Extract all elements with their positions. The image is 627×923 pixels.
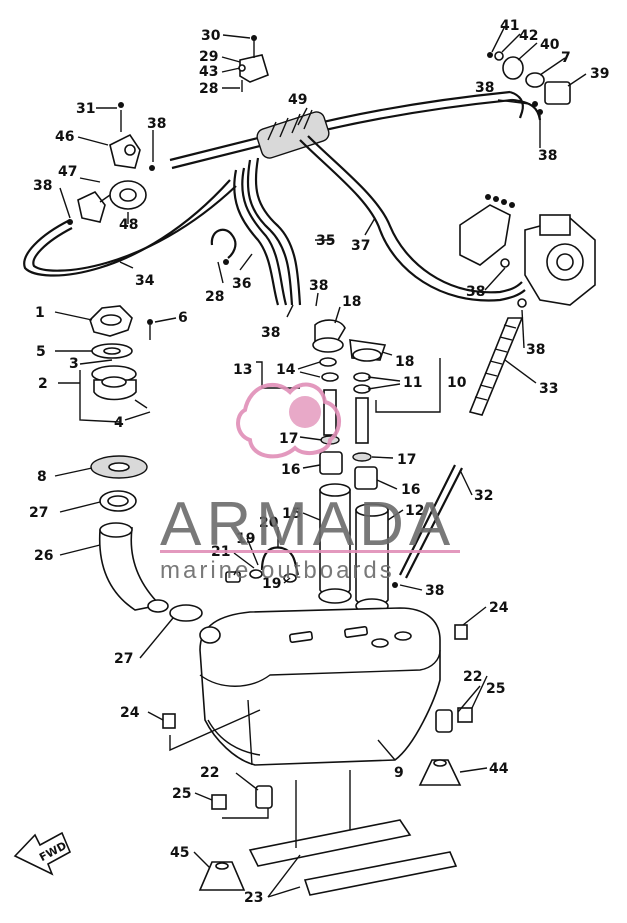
- filler-hose-26: [98, 522, 203, 622]
- callout-17-a: 17: [279, 431, 298, 447]
- callout-10: 10: [447, 375, 467, 391]
- callout-35: 35: [316, 233, 335, 249]
- fuel-line-35-36: [233, 157, 302, 306]
- callout-36: 36: [232, 276, 251, 292]
- callout-27-b: 27: [114, 651, 133, 667]
- callout-45: 45: [170, 845, 189, 861]
- fuel-line-37: [299, 135, 526, 302]
- connector-parts-top-right: [487, 51, 571, 115]
- fuel-pump-assembly: [459, 194, 596, 308]
- fuel-line-49: [169, 90, 542, 170]
- callout-17-b: 17: [397, 452, 416, 468]
- callout-32: 32: [474, 488, 493, 504]
- callout-43: 43: [199, 64, 218, 80]
- callout-38-g: 38: [261, 325, 280, 341]
- callout-13: 13: [233, 362, 252, 378]
- callout-22-b: 22: [200, 765, 219, 781]
- callout-14: 14: [276, 362, 296, 378]
- callout-11: 11: [403, 375, 422, 391]
- callout-20: 20: [259, 515, 279, 531]
- callout-30: 30: [201, 28, 221, 44]
- fuel-tank-9: [199, 607, 441, 766]
- armada-watermark: ARMADA marine outboards: [160, 382, 460, 584]
- callout-48: 48: [119, 217, 138, 233]
- fuel-gauge-rod-33: [392, 317, 524, 588]
- callout-16-b: 16: [401, 482, 420, 498]
- armada-logo-emblem: [236, 382, 341, 459]
- callout-19-b: 19: [262, 576, 281, 592]
- bracket-assembly-top: [238, 35, 269, 92]
- callout-38-d: 38: [538, 148, 557, 164]
- callout-7: 7: [561, 50, 571, 66]
- callout-22-a: 22: [463, 669, 482, 685]
- callout-18-a: 18: [342, 294, 361, 310]
- watermark-underline: [160, 550, 460, 553]
- callout-29: 29: [199, 49, 218, 65]
- callout-18-b: 18: [395, 354, 414, 370]
- callout-38-e: 38: [466, 284, 485, 300]
- callout-38-a: 38: [147, 116, 166, 132]
- callout-16-a: 16: [281, 462, 300, 478]
- vent-fitting-20: [225, 546, 300, 583]
- callout-26: 26: [34, 548, 53, 564]
- filler-cap-assembly: [89, 305, 153, 512]
- fasteners-22-24-25: [162, 624, 473, 810]
- fuel-line-34: [23, 179, 237, 277]
- callout-38-b: 38: [33, 178, 52, 194]
- callout-25-b: 25: [172, 786, 191, 802]
- callout-5: 5: [36, 344, 46, 360]
- callout-4: 4: [114, 415, 124, 431]
- callout-numbers: 30 29 43 28 31 46 38 47 38 48 34 28 36 3…: [29, 18, 609, 906]
- callout-38-f: 38: [526, 342, 545, 358]
- callout-23: 23: [244, 890, 263, 906]
- tank-strap-23: [248, 770, 458, 896]
- callout-28-mid: 28: [205, 289, 224, 305]
- callout-15: 15: [282, 506, 301, 522]
- leader-lines: [54, 25, 587, 898]
- callout-37: 37: [351, 238, 370, 254]
- callout-9: 9: [394, 765, 404, 781]
- callout-8: 8: [37, 469, 47, 485]
- callout-28-top: 28: [199, 81, 218, 97]
- callout-12: 12: [405, 503, 424, 519]
- hose-clip-28: [210, 228, 237, 265]
- callout-19-a: 19: [236, 531, 255, 547]
- callout-44: 44: [489, 761, 509, 777]
- watermark-brand: ARMADA: [160, 490, 455, 559]
- forward-arrow: FWD: [13, 831, 72, 876]
- callout-38-h: 38: [309, 278, 328, 294]
- callout-6: 6: [178, 310, 188, 326]
- tank-bracket-44: [418, 759, 462, 786]
- callout-33: 33: [539, 381, 558, 397]
- callout-24-b: 24: [120, 705, 140, 721]
- callout-31: 31: [76, 101, 95, 117]
- callout-41: 41: [500, 18, 519, 34]
- callout-2: 2: [38, 376, 48, 392]
- callout-27-a: 27: [29, 505, 48, 521]
- fuel-filter-assembly: [67, 102, 155, 225]
- callout-34: 34: [135, 273, 155, 289]
- callout-38-c: 38: [475, 80, 494, 96]
- callout-38-i: 38: [425, 583, 444, 599]
- callout-42: 42: [519, 28, 538, 44]
- tank-bracket-45: [198, 861, 246, 891]
- callout-39: 39: [590, 66, 609, 82]
- watermark-tagline: marine outboards: [160, 557, 395, 584]
- callout-3: 3: [69, 356, 79, 372]
- callout-25-a: 25: [486, 681, 505, 697]
- callout-40: 40: [540, 37, 560, 53]
- callout-46: 46: [55, 129, 74, 145]
- callout-49: 49: [288, 92, 307, 108]
- callout-24-a: 24: [489, 600, 509, 616]
- callout-1: 1: [35, 305, 45, 321]
- callout-47: 47: [58, 164, 77, 180]
